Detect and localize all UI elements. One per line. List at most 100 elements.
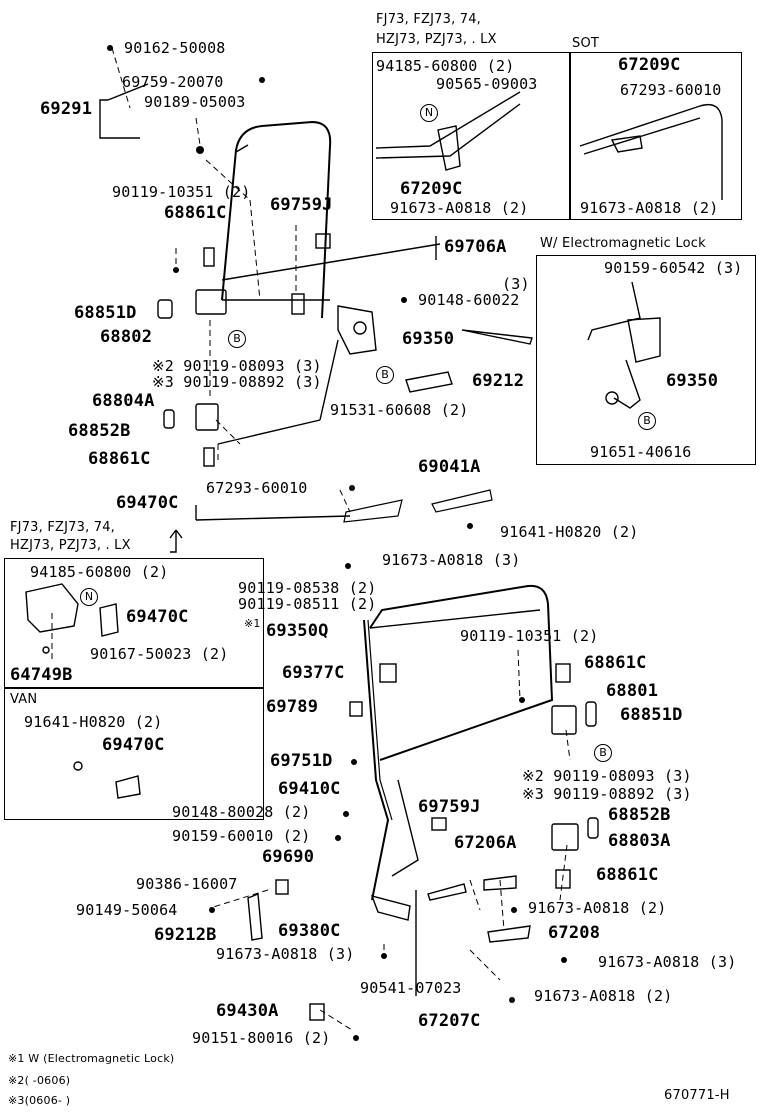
part-label: 69759J: [418, 797, 481, 817]
part-label: 90565-09003: [436, 75, 538, 93]
part-label: 68804A: [92, 391, 155, 411]
part-label: 69751D: [270, 751, 333, 771]
part-label: ※2 90119-08093 (3): [522, 767, 692, 785]
part-label: 68852B: [68, 421, 131, 441]
part-label: 67206A: [454, 833, 517, 853]
callout-n: N: [420, 104, 438, 122]
part-label: 90119-08511 (2): [238, 595, 377, 613]
part-label: 90119-08538 (2): [238, 579, 377, 597]
part-label: 68803A: [608, 831, 671, 851]
van-label: VAN: [10, 692, 38, 707]
callout-b: B: [594, 744, 612, 762]
left-models-line1: FJ73, FZJ73, 74,: [10, 520, 116, 535]
em-lock-title: W/ Electromagnetic Lock: [540, 236, 706, 251]
part-label: 69377C: [282, 663, 345, 683]
part-label: 94185-60800 (2): [376, 57, 515, 75]
footnote-2: ※2( -0606): [8, 1074, 71, 1087]
callout-n: N: [80, 588, 98, 606]
part-label: 69291: [40, 99, 93, 119]
part-label: 90541-07023: [360, 979, 462, 997]
part-label: 69350: [666, 371, 719, 391]
part-label: 90119-10351 (2): [460, 627, 599, 645]
part-label: (3): [502, 275, 530, 293]
part-label: 69212B: [154, 925, 217, 945]
part-label: 90151-80016 (2): [192, 1029, 331, 1047]
part-label: 90189-05003: [144, 93, 246, 111]
van-inset-box: [4, 688, 264, 820]
part-label: 69380C: [278, 921, 341, 941]
part-label: 64749B: [10, 665, 73, 685]
part-label: 68801: [606, 681, 659, 701]
part-label: 90159-60010 (2): [172, 827, 311, 845]
part-label: 67293-60010: [620, 81, 722, 99]
part-label: 90148-60022: [418, 291, 520, 309]
part-label: 68861C: [596, 865, 659, 885]
part-label: 68802: [100, 327, 153, 347]
part-label: 69350Q: [266, 621, 329, 641]
part-label: 67209C: [400, 179, 463, 199]
left-models-line2: HZJ73, PZJ73, . LX: [10, 538, 131, 553]
callout-b: B: [638, 412, 656, 430]
part-label: 69470C: [116, 493, 179, 513]
header-models-line2: HZJ73, PZJ73, . LX: [376, 32, 497, 47]
part-label: 68861C: [164, 203, 227, 223]
part-label: 69706A: [444, 237, 507, 257]
part-label: 90167-50023 (2): [90, 645, 229, 663]
part-label: 91673-A0818 (3): [216, 945, 355, 963]
part-label: 90386-16007: [136, 875, 238, 893]
sot-inset-box: [570, 52, 742, 220]
figure-id: 670771-H: [664, 1088, 730, 1103]
part-label: 91673-A0818 (2): [580, 199, 719, 217]
part-label: 91673-A0818 (2): [534, 987, 673, 1005]
part-label: 68851D: [620, 705, 683, 725]
part-label: ※2 90119-08093 (3): [152, 357, 322, 375]
part-label: 67208: [548, 923, 601, 943]
part-label: 69041A: [418, 457, 481, 477]
part-label: 94185-60800 (2): [30, 563, 169, 581]
callout-b: B: [376, 366, 394, 384]
part-label: 91641-H0820 (2): [24, 713, 163, 731]
part-label: 68861C: [88, 449, 151, 469]
part-label: 91651-40616: [590, 443, 692, 461]
part-label: 68851D: [74, 303, 137, 323]
models-inset-box: [372, 52, 570, 220]
part-label: 90162-50008: [124, 39, 226, 57]
part-label: 67209C: [618, 55, 681, 75]
part-label: 69350: [402, 329, 455, 349]
part-label: ※3 90119-08892 (3): [522, 785, 692, 803]
part-label: ※3 90119-08892 (3): [152, 373, 322, 391]
part-label: 91673-A0818 (2): [390, 199, 529, 217]
part-label: 91673-A0818 (2): [528, 899, 667, 917]
footnote-3: ※3(0606- ): [8, 1094, 71, 1107]
part-label: 68861C: [584, 653, 647, 673]
part-label: 69430A: [216, 1001, 279, 1021]
part-label: 69759-20070: [122, 73, 224, 91]
part-label: 90148-80028 (2): [172, 803, 311, 821]
part-label: 68852B: [608, 805, 671, 825]
part-label: 67207C: [418, 1011, 481, 1031]
callout-b: B: [228, 330, 246, 348]
part-label: 69470C: [126, 607, 189, 627]
sot-label: SOT: [572, 36, 600, 51]
part-label: 67293-60010: [206, 479, 308, 497]
left-models-inset-box: [4, 558, 264, 688]
part-label: 69212: [472, 371, 525, 391]
part-label: 90149-50064: [76, 901, 178, 919]
header-models-line1: FJ73, FZJ73, 74,: [376, 12, 482, 27]
footnote-1: ※1 W (Electromagnetic Lock): [8, 1052, 175, 1065]
part-label: 69789: [266, 697, 319, 717]
part-label: 69410C: [278, 779, 341, 799]
part-label: 69470C: [102, 735, 165, 755]
part-label: 69690: [262, 847, 315, 867]
part-label: 69759J: [270, 195, 333, 215]
part-label: 91673-A0818 (3): [598, 953, 737, 971]
part-label: 91673-A0818 (3): [382, 551, 521, 569]
star-note: ※1: [244, 617, 261, 630]
em-lock-inset-box: [536, 255, 756, 465]
part-label: 91641-H0820 (2): [500, 523, 639, 541]
part-label: 90119-10351 (2): [112, 183, 251, 201]
part-label: 90159-60542 (3): [604, 259, 743, 277]
part-label: 91531-60608 (2): [330, 401, 469, 419]
